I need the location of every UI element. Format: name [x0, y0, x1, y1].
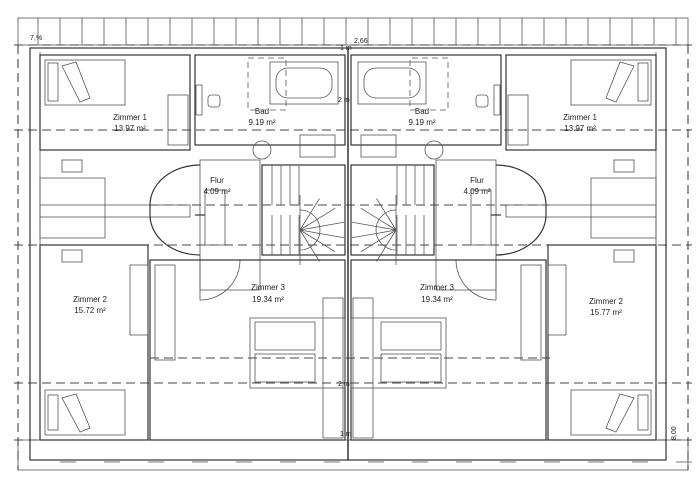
stair-tread [299, 229, 336, 253]
room-area-flur-left: 4.09 m² [203, 187, 230, 196]
room-name-bad-right: Bad [415, 107, 429, 116]
room-name-zimmer1-right: Zimmer 1 [563, 113, 597, 122]
room-name-zimmer2-right: Zimmer 2 [589, 297, 623, 306]
width-label-top: 2,66 [354, 38, 368, 45]
height-label-top: 1 m [340, 45, 352, 52]
room-area-flur-right: 4.09 m² [463, 187, 490, 196]
room-name-zimmer3-left: Zimmer 3 [251, 283, 285, 292]
width-label-right: 8,00 [671, 426, 678, 440]
stair-tread [299, 198, 320, 231]
height-label-center: 2 m [338, 381, 350, 388]
roof-band-bottom [17, 439, 692, 471]
stair-tread [299, 207, 336, 231]
stair-tread [299, 229, 320, 262]
room-area-zimmer1-right: 13.97 m² [564, 124, 596, 133]
left-unit-walls [29, 47, 349, 461]
room-name-zimmer3-right: Zimmer 3 [420, 283, 454, 292]
height-label-center-top: 2 m [338, 97, 350, 104]
right-unit-walls [347, 47, 667, 461]
room-area-zimmer3-left: 19.34 m² [252, 295, 284, 304]
room-name-flur-right: Flur [470, 176, 484, 185]
slope-label: 7,% [30, 35, 42, 42]
roof-rafters-top [17, 17, 689, 46]
room-area-bad-right: 9.19 m² [408, 118, 435, 127]
room-name-flur-left: Flur [210, 176, 224, 185]
room-name-zimmer2-left: Zimmer 2 [73, 295, 107, 304]
room-area-zimmer2-right: 15.77 m² [590, 308, 622, 317]
height-label-bottom: 1 m [340, 431, 352, 438]
room-area-bad-left: 9.19 m² [248, 118, 275, 127]
room-area-zimmer1-left: 13.97 m² [114, 124, 146, 133]
stair-tread [299, 229, 344, 239]
room-name-bad-left: Bad [255, 107, 269, 116]
room-area-zimmer2-left: 15.72 m² [74, 306, 106, 315]
stair-tread [299, 221, 344, 231]
room-area-zimmer3-right: 19.34 m² [421, 295, 453, 304]
room-name-zimmer1-left: Zimmer 1 [113, 113, 147, 122]
